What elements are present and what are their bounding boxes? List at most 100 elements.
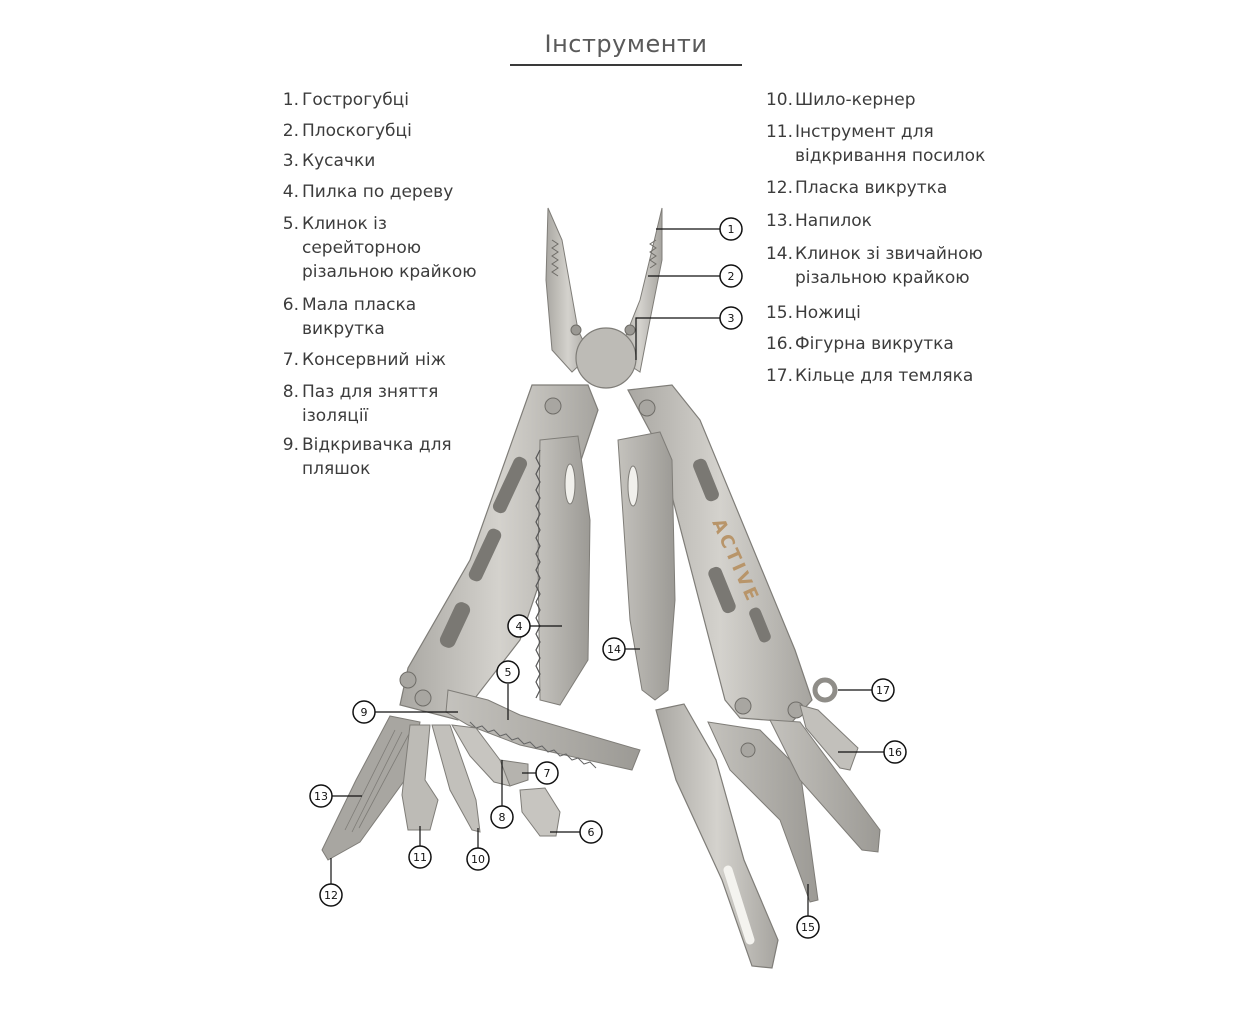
- lanyard-ring: [812, 677, 838, 703]
- legend-number: 13.: [765, 211, 793, 231]
- jaw-teeth-right: [649, 239, 657, 269]
- legend-item-3: 3. Кусачки: [277, 149, 527, 175]
- callout-6: 6: [579, 820, 603, 844]
- legend-number: 17.: [765, 366, 793, 386]
- left-handle-rivet: [544, 397, 562, 415]
- callout-label: 11: [413, 851, 427, 864]
- right-handle-rivet: [734, 697, 752, 715]
- scissors-blade: [707, 721, 819, 903]
- legend-text: викрутка: [302, 319, 385, 339]
- callout-12: 12: [319, 883, 343, 907]
- right-handle-slot: [708, 566, 736, 614]
- saw-nail-nick: [564, 463, 576, 505]
- knife-blade: [617, 431, 676, 701]
- knife-nail-nick: [627, 465, 639, 507]
- legend-item-2: 2. Плоскогубці: [277, 119, 527, 145]
- legend-number: 6.: [282, 295, 299, 315]
- legend-item-4: 4. Пилка по дереву: [277, 180, 527, 206]
- callout-label: 14: [607, 643, 621, 656]
- scissors-handle: [655, 703, 779, 969]
- saw-teeth: [535, 449, 541, 699]
- legend-text: відкривання посилок: [795, 146, 986, 166]
- callout-label: 16: [888, 746, 902, 759]
- legend-number: 14.: [765, 244, 793, 264]
- legend-text: Кусачки: [302, 151, 376, 171]
- wood-saw: [535, 435, 591, 706]
- legend-text: Клинок із: [302, 214, 387, 234]
- can-opener-tool: [499, 759, 529, 787]
- legend-number: 2.: [282, 121, 299, 141]
- callout-label: 12: [324, 889, 338, 902]
- legend-text: Консервний ніж: [302, 350, 446, 370]
- legend-text: Паз для зняття: [302, 382, 439, 402]
- phillips-screwdriver-bit: [799, 704, 859, 771]
- callout-8: 8: [490, 805, 514, 829]
- right-handle-slot: [693, 458, 719, 502]
- callout-11: 11: [408, 845, 432, 869]
- legend-text: Ножиці: [795, 303, 861, 323]
- callout-1: 1: [719, 217, 743, 241]
- callout-label: 1: [728, 223, 735, 236]
- legend-text: Плоскогубці: [302, 121, 412, 141]
- right-handle-slot: [749, 607, 771, 643]
- legend-text: Кільце для темляка: [795, 366, 974, 386]
- legend-number: 11.: [765, 122, 793, 142]
- legend-item-17: 17. Кільце для темляка: [759, 364, 1029, 390]
- callout-label: 7: [544, 767, 551, 780]
- callout-leaders: [330, 228, 884, 916]
- jaw-teeth-left: [551, 239, 559, 277]
- leader-3: [635, 317, 720, 360]
- legend-item-15: 15. Ножиці: [759, 301, 1029, 327]
- serrated-edge: [469, 721, 597, 769]
- left-handle-rivet: [414, 689, 432, 707]
- legend-item-10: 10. Шило-кернер: [759, 88, 1029, 114]
- legend-text: Гострогубці: [302, 90, 409, 110]
- left-handle-slot: [468, 528, 502, 582]
- legend-item-7: 7. Консервний ніж: [277, 348, 527, 374]
- page-title: Інструменти: [544, 30, 708, 58]
- legend-text: Пласка викрутка: [795, 178, 948, 198]
- legend-number: 10.: [765, 90, 793, 110]
- callout-7: 7: [535, 761, 559, 785]
- left-handle-slot: [492, 456, 528, 514]
- scissors-handle-slot: [723, 865, 755, 945]
- callout-markers: 1 2 3 4 5 6 7 8 9 10 11 12 13 14 15 16 1…: [309, 217, 907, 939]
- legend-text: Фігурна викрутка: [795, 334, 954, 354]
- legend-number: 3.: [282, 151, 299, 171]
- scissors: [655, 703, 819, 969]
- callout-label: 13: [314, 790, 328, 803]
- legend-item-11: 11. Інструмент для відкривання посилок: [759, 120, 1029, 170]
- callout-label: 17: [876, 684, 890, 697]
- callout-label: 10: [471, 853, 485, 866]
- legend-text: Пилка по дереву: [302, 182, 454, 202]
- callout-10: 10: [466, 847, 490, 871]
- legend-item-12: 12. Пласка викрутка: [759, 176, 1029, 202]
- legend-text: ізоляції: [302, 406, 369, 426]
- legend-item-5: 5. Клинок із серейторною різальною крайк…: [277, 212, 527, 286]
- callout-label: 5: [505, 666, 512, 679]
- legend-number: 9.: [282, 435, 299, 455]
- phillips-screwdriver: [769, 719, 881, 853]
- small-screwdriver-tool: [519, 787, 561, 837]
- legend-item-9: 9. Відкривачка для пляшок: [277, 433, 527, 483]
- legend-text: серейторною: [302, 238, 422, 258]
- title-underline: [510, 64, 742, 66]
- right-handle: ACTIVE: [627, 384, 813, 723]
- left-handle-rivet: [399, 671, 417, 689]
- legend-number: 7.: [282, 350, 299, 370]
- callout-label: 9: [361, 706, 368, 719]
- legend-item-6: 6. Мала пласка викрутка: [277, 293, 527, 343]
- legend-item-1: 1. Гострогубці: [277, 88, 527, 114]
- left-handle-slot: [439, 602, 471, 648]
- jaw-rivet-right: [624, 324, 636, 336]
- legend-item-8: 8. Паз для зняття ізоляції: [277, 380, 527, 430]
- legend-text: Відкривачка для: [302, 435, 452, 455]
- legend-text: різальною крайкою: [302, 262, 477, 282]
- callout-3: 3: [719, 306, 743, 330]
- legend-number: 15.: [765, 303, 793, 323]
- pliers-jaws: [545, 207, 663, 389]
- callout-4: 4: [507, 614, 531, 638]
- callout-label: 4: [516, 620, 523, 633]
- jaw-rivet-left: [570, 324, 582, 336]
